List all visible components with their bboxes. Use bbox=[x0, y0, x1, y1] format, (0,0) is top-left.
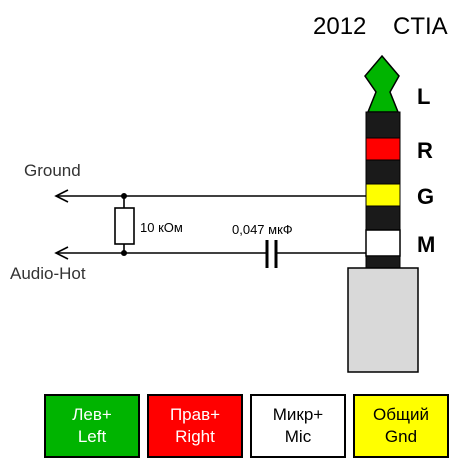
legend-gnd-line2: Gnd bbox=[384, 427, 418, 446]
junction-dot-audio bbox=[121, 250, 127, 256]
legend-right-line1: Прав+ bbox=[169, 405, 221, 424]
junction-dot-ground bbox=[121, 193, 127, 199]
circuit bbox=[54, 189, 366, 268]
resistor bbox=[114, 207, 135, 245]
title-standard: CTIA bbox=[393, 13, 448, 40]
ground-arrowhead bbox=[54, 189, 69, 203]
contact-label-m: M bbox=[417, 232, 435, 257]
audio-hot-arrowhead bbox=[54, 246, 69, 260]
plug-tip bbox=[364, 54, 400, 113]
legend-mic-line1: Микр+ bbox=[272, 405, 324, 424]
ground-label: Ground bbox=[24, 161, 81, 180]
legend-mic: Микр+ Mic bbox=[250, 394, 346, 458]
legend-left-line1: Лев+ bbox=[72, 405, 112, 424]
plug-insulator-1 bbox=[365, 111, 401, 139]
legend-left: Лев+ Left bbox=[44, 394, 140, 458]
contact-label-l: L bbox=[417, 84, 430, 109]
contact-label-g: G bbox=[417, 184, 434, 209]
legend-gnd-line1: Общий bbox=[373, 405, 429, 424]
plug-sleeve-m bbox=[365, 229, 401, 257]
plug-body bbox=[347, 267, 419, 373]
legend-mic-line2: Mic bbox=[284, 427, 312, 446]
contact-label-r: R bbox=[417, 138, 433, 163]
legend-right-line2: Right bbox=[175, 427, 215, 446]
legend-left-line2: Left bbox=[77, 427, 107, 446]
legend-gnd: Общий Gnd bbox=[353, 394, 449, 458]
plug-ring-r bbox=[365, 137, 401, 161]
plug-insulator-4 bbox=[365, 255, 401, 269]
resistor-label: 10 кОм bbox=[140, 220, 183, 235]
title-year: 2012 bbox=[313, 13, 366, 40]
plug-ring-g bbox=[365, 183, 401, 207]
plug-insulator-3 bbox=[365, 205, 401, 231]
plug-insulator-2 bbox=[365, 159, 401, 185]
legend-right: Прав+ Right bbox=[147, 394, 243, 458]
trrs-plug bbox=[347, 54, 419, 373]
capacitor-label: 0,047 мкФ bbox=[232, 222, 293, 237]
audio-hot-label: Audio-Hot bbox=[10, 264, 86, 283]
